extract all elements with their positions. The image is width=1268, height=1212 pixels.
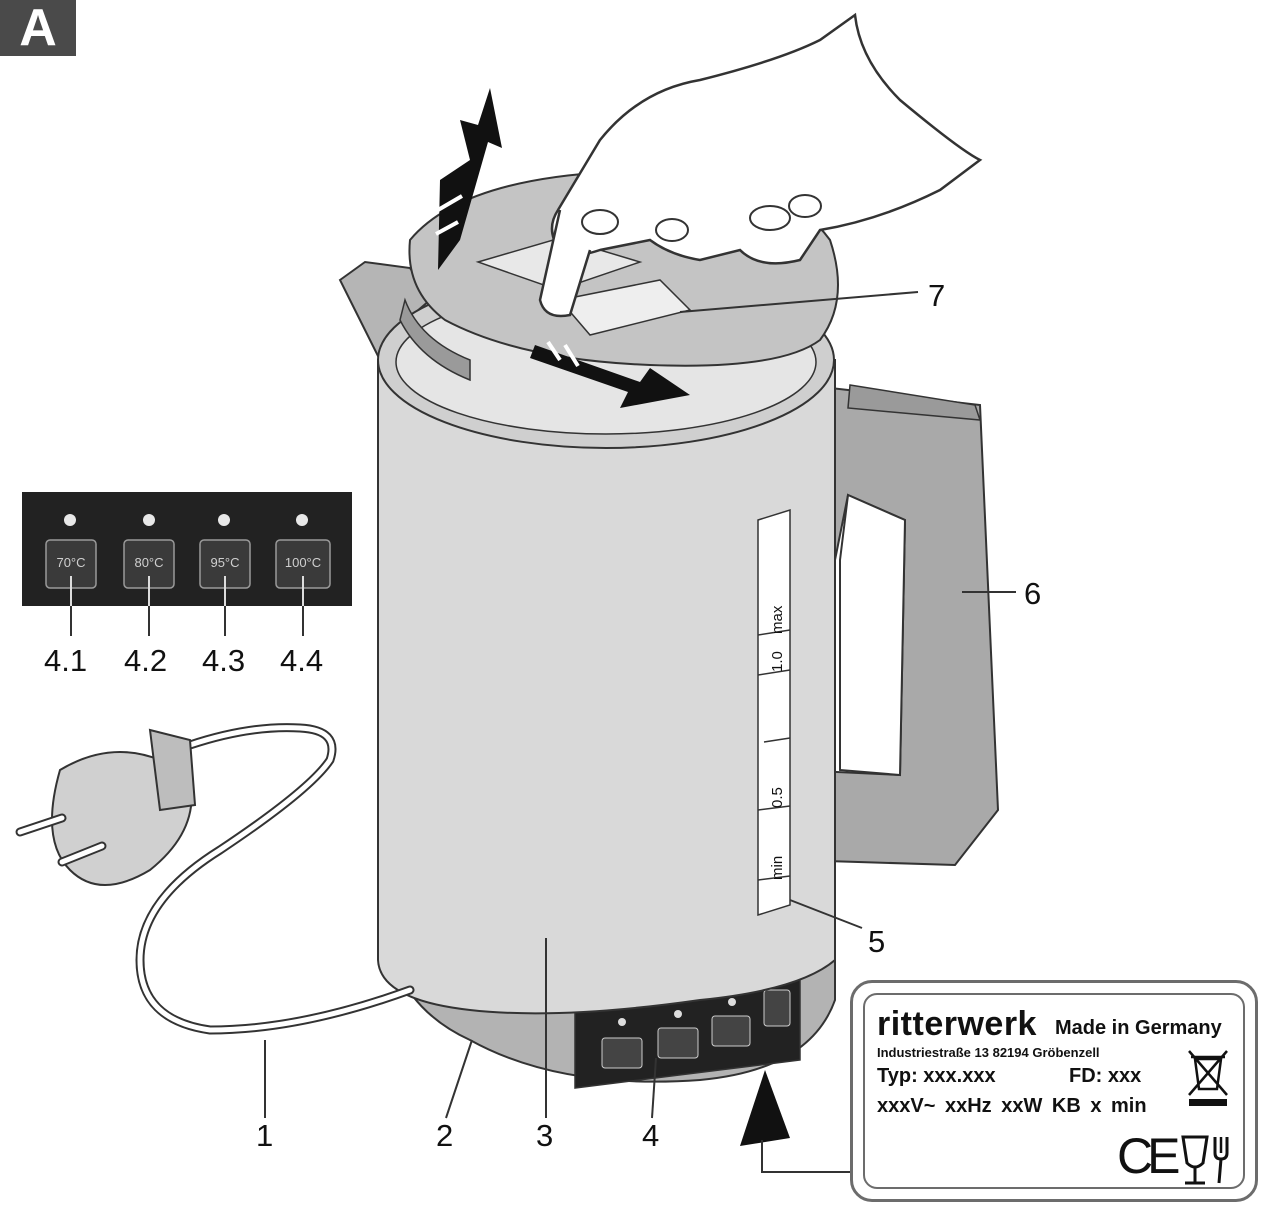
panel-leader-extensions [70, 606, 304, 636]
slide-arrow-icon [530, 340, 690, 408]
callout-4-4: 4.4 [280, 643, 324, 678]
callout-1: 1 [256, 1118, 274, 1153]
power-cord [135, 723, 415, 1035]
scale-max: max [769, 605, 786, 634]
water-level-window: max 1.0 0.5 min [757, 508, 791, 917]
control-panel-detail: 70°C 80°C 95°C 100°C [22, 492, 352, 606]
scale-full: 1.0 [769, 651, 786, 672]
panel-button-70-label: 70°C [56, 555, 85, 570]
callout-4-1: 4.1 [44, 643, 88, 678]
plate-pointer [740, 1070, 858, 1173]
figure-label: A [0, 0, 76, 56]
callout-4-2: 4.2 [124, 643, 168, 678]
callout-3: 3 [536, 1118, 554, 1153]
weee-bin-icon [1188, 1050, 1228, 1106]
lift-arrow-icon [435, 88, 502, 270]
fd-text: FD: xxx [1069, 1065, 1142, 1087]
callout-4: 4 [642, 1118, 660, 1153]
callout-2: 2 [436, 1118, 454, 1153]
food-safe-icon [1181, 1135, 1229, 1185]
leader-lines [264, 291, 1016, 1119]
callout-7: 7 [928, 278, 946, 313]
rating-plate: ritterwerk Made in Germany Industriestra… [850, 980, 1258, 1202]
origin-text: Made in Germany [1055, 1017, 1222, 1039]
panel-leaders [70, 576, 304, 606]
base-buttons [601, 976, 791, 1069]
panel-button-80-label: 80°C [134, 555, 163, 570]
callout-4-3: 4.3 [202, 643, 246, 678]
callout-6: 6 [1024, 576, 1042, 611]
lid-button [558, 279, 692, 336]
hand-illustration [538, 12, 983, 318]
type-text: Typ: xxx.xxx [877, 1065, 996, 1087]
rating-plate-inner [863, 993, 1245, 1189]
brand-name: ritterwerk [877, 1005, 1037, 1043]
callout-5: 5 [868, 924, 886, 959]
panel-button-100-label: 100°C [285, 555, 321, 570]
scale-min: min [769, 856, 786, 880]
power-plug [15, 728, 197, 886]
panel-indicator-leds [64, 514, 308, 526]
address-text: Industriestraße 13 82194 Gröbenzell [877, 1045, 1100, 1060]
spec-text: xxxV~ xxHz xxW KB x min [877, 1095, 1147, 1117]
scale-half: 0.5 [769, 787, 786, 808]
panel-button-95-label: 95°C [210, 555, 239, 570]
ce-mark: CE [1117, 1128, 1181, 1184]
